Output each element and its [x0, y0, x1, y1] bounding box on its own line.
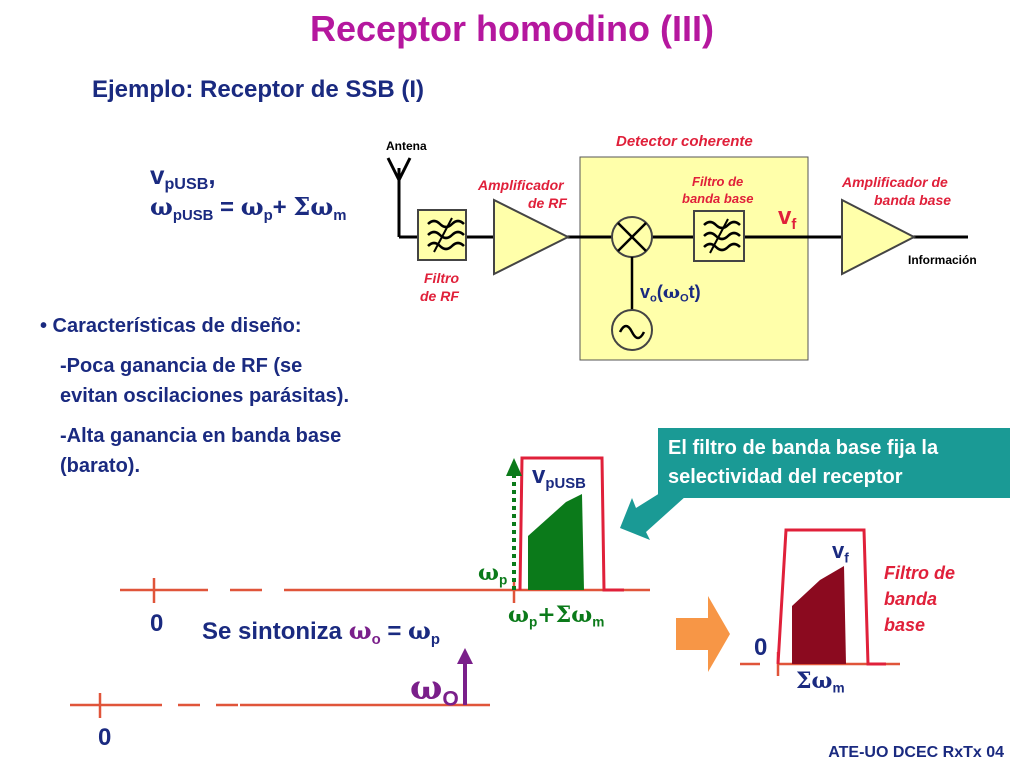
passband-outline-green: [518, 456, 624, 592]
bb-filter-outline: [776, 528, 886, 666]
bb-filter-label-2: banda base: [682, 191, 754, 206]
wpm-label: ωp+Σωm: [508, 602, 605, 630]
zero-label-bb: 0: [754, 634, 768, 661]
feature-item-2-line-1: -Alta ganancia en banda base: [60, 425, 342, 447]
shift-arrow: [676, 596, 730, 672]
signal-label-vpusb: vpUSB,: [150, 160, 216, 194]
vf-spectrum: [792, 566, 846, 664]
bb-amp-label-2: banda base: [874, 192, 952, 208]
features-heading: • Características de diseño:: [40, 315, 302, 337]
bb-filter-label-1: Filtro de: [692, 174, 744, 189]
sum-wm-label: Σωm: [796, 668, 845, 696]
coherent-detector-label: Detector coherente: [616, 133, 753, 150]
rf-amplifier-block: [493, 198, 571, 276]
selectivity-callout: El filtro de banda base fija la selectiv…: [658, 428, 1010, 498]
feature-item-1-line-2: evitan oscilaciones parásitas).: [60, 385, 350, 407]
bb-amplifier-block: [841, 198, 917, 276]
mixer-icon: [611, 216, 653, 258]
bb-amp-label-1: Amplificador de: [842, 174, 948, 190]
antenna-icon: [386, 157, 412, 237]
oscillator-icon: [611, 309, 653, 351]
rf-filter-label-1: Filtro: [424, 270, 459, 286]
page-title: Receptor homodino (III): [310, 8, 714, 49]
info-label: Información: [908, 253, 977, 267]
antenna-label: Antena: [386, 139, 427, 153]
rf-amp-label-1: Amplificador: [478, 177, 564, 193]
footer-label: ATE-UO DCEC RxTx 04: [828, 744, 1004, 761]
bb-filter-block: [693, 210, 745, 262]
signal-equation: ωpUSB = ωp+ Σωm: [150, 192, 347, 224]
vpusb-spectrum-label: vpUSB: [532, 462, 586, 492]
bb-filter-spectrum-label: Filtro de banda base: [884, 563, 955, 635]
rf-filter-label-2: de RF: [420, 288, 459, 304]
zero-label-upper: 0: [150, 610, 164, 637]
vpusb-spectrum: [528, 494, 584, 590]
rf-amp-label-2: de RF: [528, 195, 567, 211]
zero-label-lower: 0: [98, 724, 112, 751]
feature-item-1-line-1: -Poca ganancia de RF (se: [60, 355, 303, 377]
wo-label: ωO: [410, 668, 459, 711]
wp-label: ωp: [478, 560, 508, 588]
rf-filter-block: [417, 209, 467, 261]
feature-item-2-line-2: (barato).: [60, 455, 140, 477]
tuning-label: Se sintoniza ωo = ωp: [202, 616, 440, 648]
oscillator-label: vo(ωOt): [640, 282, 701, 305]
vf-spectrum-label: vf: [832, 538, 849, 566]
callout-arrow: [620, 488, 686, 540]
vf-label: vf: [778, 203, 797, 233]
subtitle: Ejemplo: Receptor de SSB (I): [92, 76, 425, 103]
